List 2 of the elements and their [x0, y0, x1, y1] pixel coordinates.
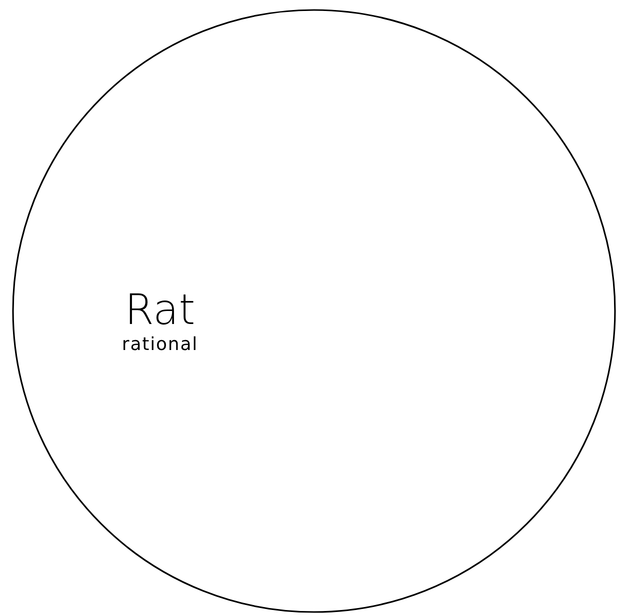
node-title: Rat: [124, 286, 196, 334]
node-subtitle: rational: [122, 334, 198, 356]
